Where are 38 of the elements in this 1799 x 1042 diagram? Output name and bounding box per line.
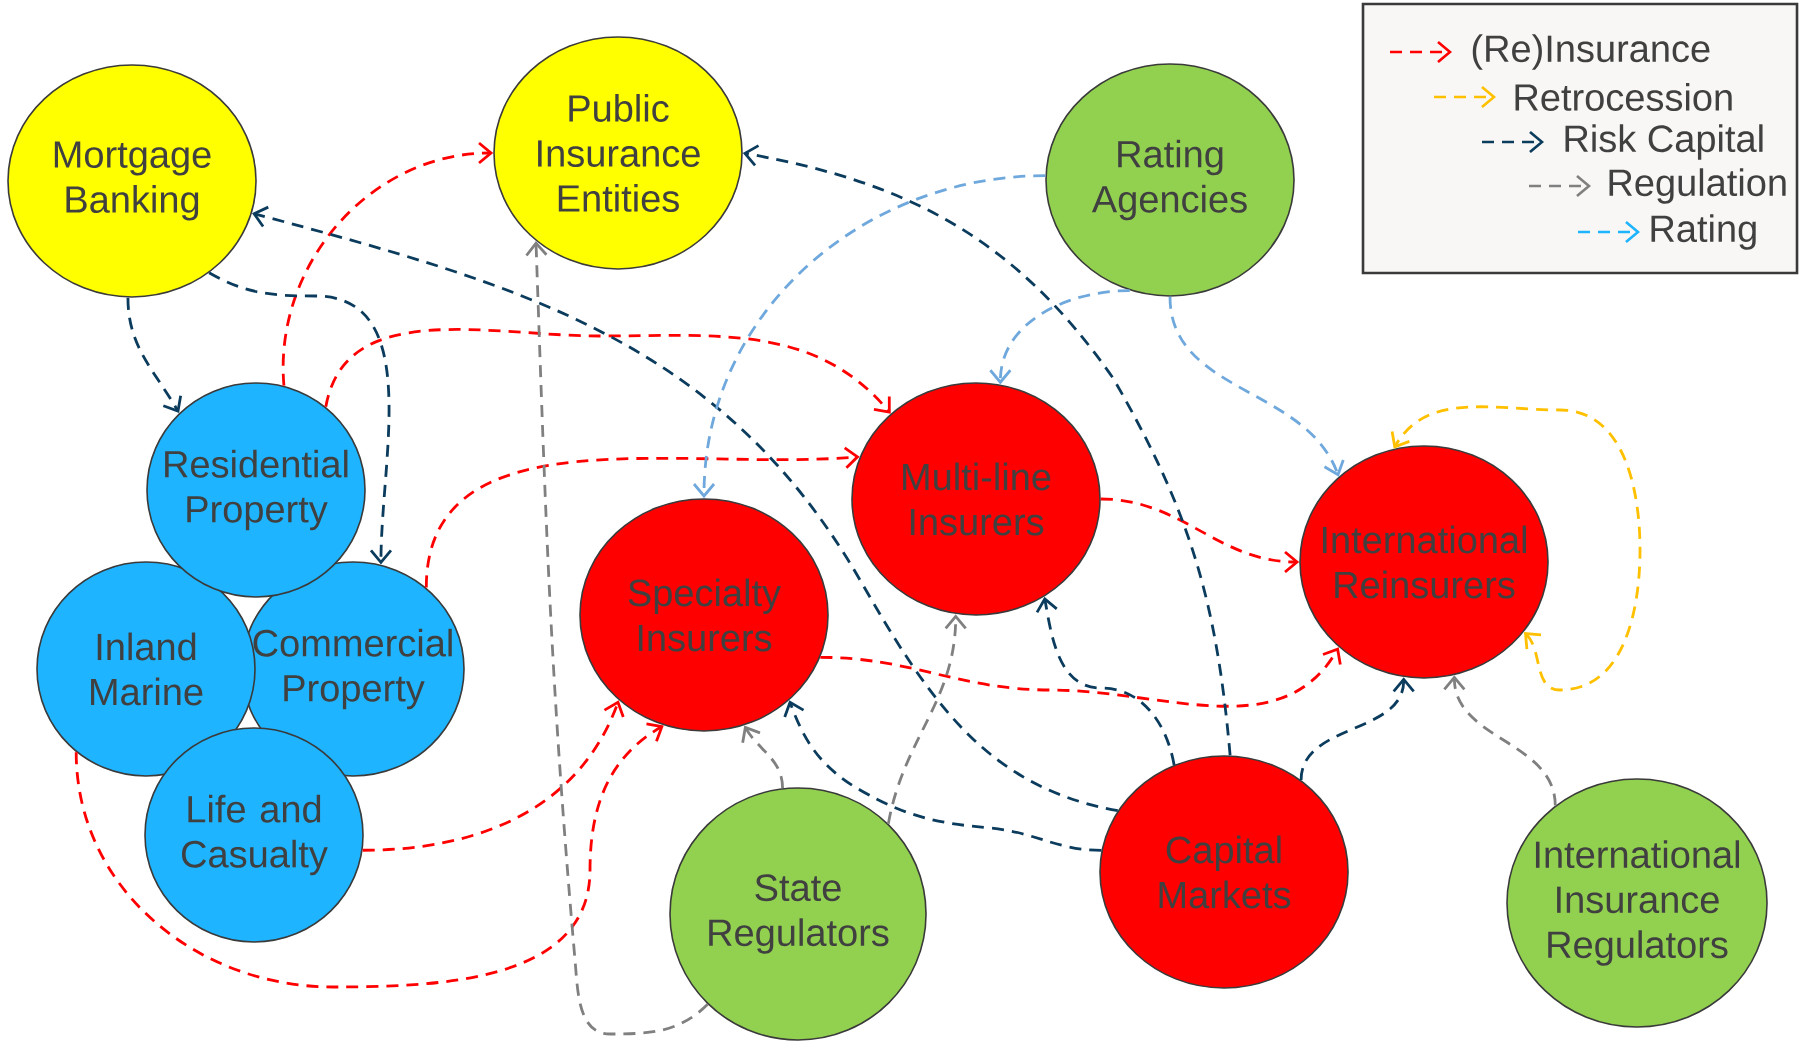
circle-node: Public Insurance Entities — [493, 36, 743, 270]
legend-entry: (Re)Insurance — [1390, 34, 1710, 70]
arrow — [1390, 405, 1642, 692]
circle-node: Mortgage Banking — [7, 64, 257, 298]
circle-node: State Regulators — [669, 787, 927, 1041]
legend-entry: Rating — [1578, 214, 1756, 250]
arrow — [783, 700, 1102, 852]
circle-node: Rating Agencies — [1045, 63, 1295, 297]
arrow — [424, 446, 860, 588]
arrow — [1299, 677, 1415, 781]
arrow — [741, 725, 784, 789]
arrow — [126, 297, 183, 414]
arrow — [74, 722, 664, 989]
arrow — [324, 328, 891, 414]
arrow — [282, 141, 494, 386]
circle-node: Capital Markets — [1099, 755, 1349, 989]
legend-entry: Regulation — [1529, 168, 1786, 204]
arrow — [1168, 296, 1345, 477]
arrow — [362, 700, 625, 852]
legend-entry: Risk Capital — [1482, 124, 1763, 160]
arrow — [1035, 596, 1176, 766]
arrow — [1443, 675, 1557, 806]
arrow — [692, 174, 1046, 499]
circle-node: International Reinsurers — [1299, 445, 1549, 679]
circle-node: Residential Property — [146, 382, 366, 598]
arrow — [887, 614, 967, 824]
circle-node: Multi-line Insurers — [851, 382, 1101, 616]
arrow — [989, 289, 1130, 385]
circle-node: Life and Casualty — [144, 727, 364, 943]
arrow — [252, 205, 1119, 813]
arrow — [525, 240, 709, 1036]
arrow — [820, 647, 1342, 708]
legend-entry: Retrocession — [1434, 83, 1732, 111]
arrow — [1100, 497, 1300, 574]
circle-node: International Insurance Regulators — [1506, 778, 1768, 1028]
circle-node: Specialty Insurers — [579, 498, 829, 732]
arrow — [208, 271, 393, 565]
arrow — [742, 144, 1232, 756]
